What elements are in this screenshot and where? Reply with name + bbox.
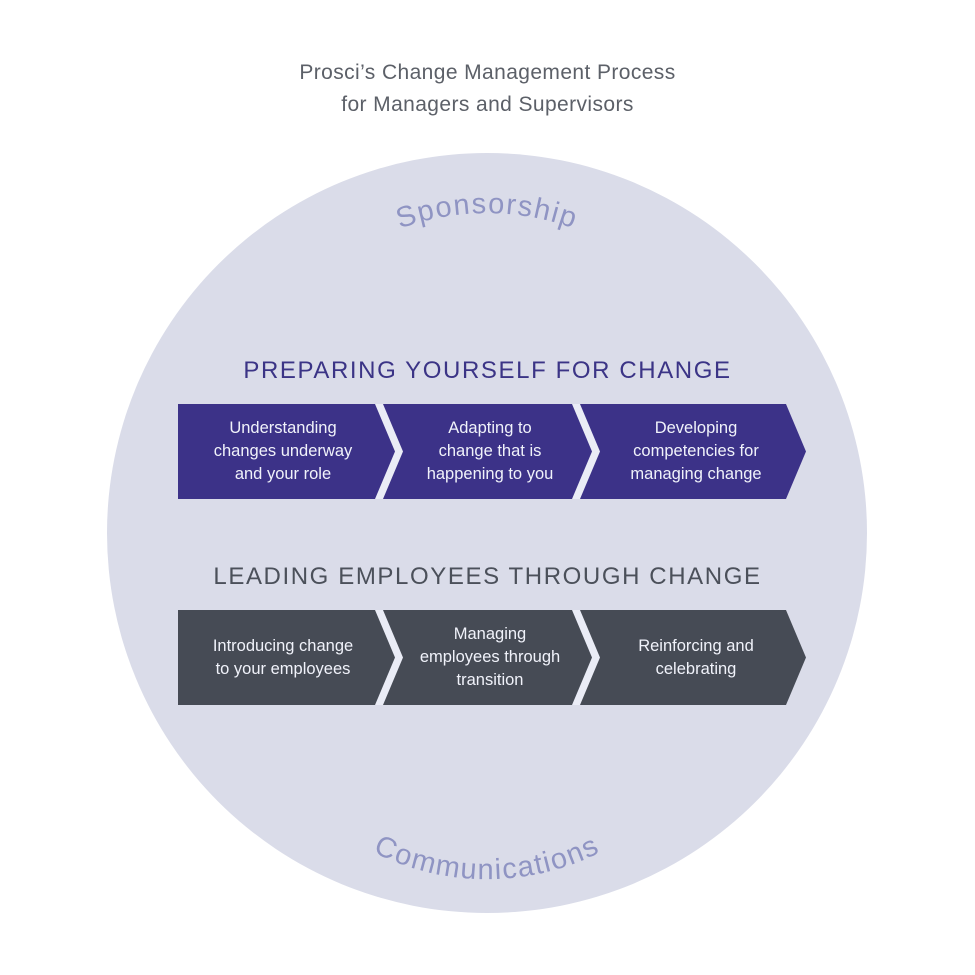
step-label: Understanding changes underway and your … xyxy=(213,419,353,483)
leading-arrows-graphic xyxy=(178,610,806,705)
sponsorship-arc-text: Sponsorship xyxy=(392,188,580,235)
step-arrow-shape xyxy=(580,404,806,499)
step-label: Reinforcing and celebrating xyxy=(638,636,754,678)
communications-arc-label: Communications xyxy=(370,829,605,886)
communications-arc-text: Communications xyxy=(370,829,603,886)
step-label: Introducing change to your employees xyxy=(212,636,354,678)
background-circle xyxy=(107,153,867,913)
title-line-2: for Managers and Supervisors xyxy=(341,93,634,116)
step-arrow-shape xyxy=(178,404,395,499)
page-title: Prosci’s Change Management Process for M… xyxy=(0,57,975,121)
preparing-arrows-graphic xyxy=(178,404,806,499)
step-label: Managing employees through transition xyxy=(419,625,561,689)
section-heading-leading: LEADING EMPLOYEES THROUGH CHANGE xyxy=(213,563,762,590)
title-line-1: Prosci’s Change Management Process xyxy=(299,61,676,84)
preparing-process-band: Understanding changes underway and your … xyxy=(178,404,806,499)
step-label: Adapting to change that is happening to … xyxy=(426,419,554,483)
leading-process-band: Introducing change to your employees Man… xyxy=(178,610,806,705)
sponsorship-arc-label: Sponsorship xyxy=(392,188,582,235)
step-arrow-shape xyxy=(383,404,592,499)
step-arrow-shape xyxy=(178,610,395,705)
section-heading-preparing: PREPARING YOURSELF FOR CHANGE xyxy=(243,357,732,384)
step-arrow-shape xyxy=(580,610,806,705)
step-label: Developing competencies for managing cha… xyxy=(630,419,762,483)
step-arrow-shape xyxy=(383,610,592,705)
